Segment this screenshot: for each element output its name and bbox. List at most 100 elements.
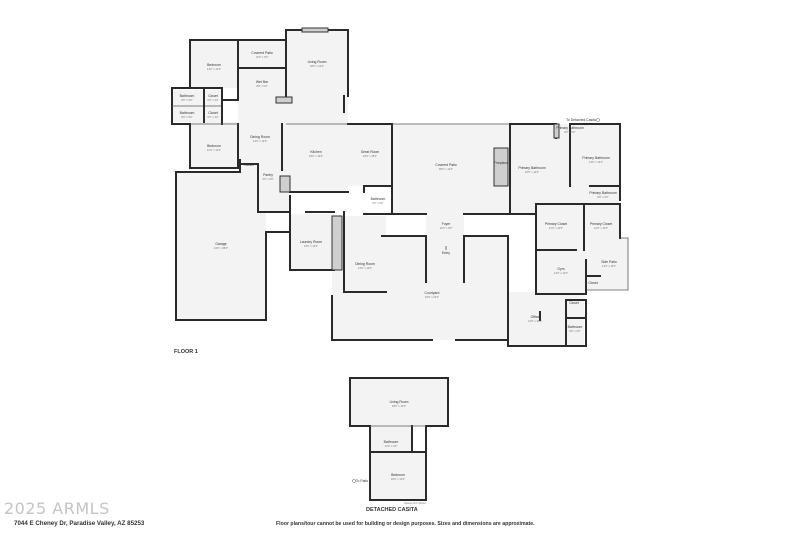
casita-label-bathroom: Bathroom xyxy=(384,440,399,444)
dims-wet-bar: 8'0" x 5'0" xyxy=(256,84,267,88)
room-courtyard xyxy=(332,236,508,340)
label-dining-room: Dining Room xyxy=(250,135,270,139)
label-wet-bar: Wet Bar xyxy=(256,80,269,84)
dims-primary-bathroom-3: 14'0" x 12'0" xyxy=(589,160,603,164)
room-side-patio xyxy=(586,238,628,290)
label-primary-closet-2: Primary Closet xyxy=(590,222,612,226)
dims-primary-bathroom-4: 8'0" x 6'0" xyxy=(597,195,608,199)
room-great-room xyxy=(348,124,392,186)
label-foyer: Foyer xyxy=(442,222,452,226)
room-covered-patio xyxy=(392,124,510,214)
room-covered-patio-north xyxy=(238,40,286,68)
label-closet-2: Closet xyxy=(208,111,218,115)
dims-bathroom-2: 8'0" x 5'0" xyxy=(181,115,192,119)
casita-bedroom xyxy=(370,452,426,500)
dims-dining-room-2: 14'0" x 12'0" xyxy=(358,266,372,270)
room-kitchen xyxy=(286,124,348,192)
disclaimer-text: Floor plans/tour cannot be used for buil… xyxy=(276,521,535,527)
dims-garage: 24'0" x 36'0" xyxy=(214,246,228,250)
dims-bedroom: 14'0" x 12'0" xyxy=(207,67,221,71)
casita-labels: Living Room 28'0" x 14'0" Bathroom 10'0"… xyxy=(352,400,427,505)
casita-dims-bathroom: 10'0" x 6'0" xyxy=(385,444,398,448)
label-kitchen: Kitchen xyxy=(310,150,321,154)
casita-label-spaces-not-shown: Spaces Not Shown xyxy=(404,501,427,505)
dims-primary-closet: 12'0" x 10'0" xyxy=(549,226,563,230)
casita-room-fills xyxy=(350,378,448,500)
dims-laundry-room: 10'0" x 12'0" xyxy=(304,244,318,248)
dims-bathroom-1: 8'0" x 5'0" xyxy=(181,98,192,102)
label-primary-bathroom-3: Primary Bathroom xyxy=(582,156,609,160)
casita-living xyxy=(350,378,448,426)
label-closet-3: Closet xyxy=(244,163,254,167)
dims-kitchen: 18'0" x 16'0" xyxy=(309,154,323,158)
label-bathroom-3: Bathroom xyxy=(371,197,386,201)
label-entry: Entry xyxy=(442,251,450,255)
label-covered-patio: Covered Patio xyxy=(251,51,273,55)
label-dining-room-2: Dining Room xyxy=(355,262,375,266)
label-bathroom-2: Bathroom xyxy=(180,111,195,115)
room-dining xyxy=(238,104,286,164)
dims-covered-patio: 14'0" x 6'0" xyxy=(256,55,269,59)
property-address: 7044 E Cheney Dr, Paradise Valley, AZ 85… xyxy=(14,520,145,527)
label-primary-bathroom-2: Primary Bathroom xyxy=(556,126,583,130)
floor-1-label: FLOOR 1 xyxy=(174,349,198,355)
room-garage xyxy=(176,172,266,320)
marker-casita-icon xyxy=(596,118,600,122)
label-bathroom-1: Bathroom xyxy=(180,94,195,98)
label-closet-4: Closet xyxy=(588,281,598,285)
label-closet-1: Closet xyxy=(208,94,218,98)
armls-watermark: 2025 ARMLS xyxy=(4,499,110,518)
label-fireplace: Fireplace xyxy=(494,161,508,165)
label-pantry: Pantry xyxy=(263,173,273,177)
casita-label-living: Living Room xyxy=(390,400,409,404)
dims-courtyard: 34'0" x 22'0" xyxy=(425,295,439,299)
dims-pantry: 6'0" x 5'0" xyxy=(262,177,273,181)
casita-label-bedroom: Bedroom xyxy=(391,473,405,477)
room-primary-bath xyxy=(510,124,570,214)
label-courtyard: Courtyard xyxy=(425,291,440,295)
floor1-walls xyxy=(171,27,629,347)
dims-living-room: 18'0" x 22'0" xyxy=(310,64,324,68)
label-bedroom-2: Bedroom xyxy=(207,144,221,148)
label-primary-bathroom-4: Primary Bathroom xyxy=(589,191,616,195)
room-living xyxy=(286,30,348,124)
casita-dims-bedroom: 18'0" x 14'0" xyxy=(391,477,405,481)
label-primary-closet: Primary Closet xyxy=(545,222,567,226)
dims-great-room: 20'0" x 18'0" xyxy=(363,154,377,158)
label-closet-5: Closet xyxy=(569,301,579,305)
dims-covered-patio-2: 38'0" x 14'0" xyxy=(439,167,453,171)
dims-foyer: 10'0" x 8'0" xyxy=(440,226,453,230)
dims-closet-2: 5'0" x 4'0" xyxy=(207,115,218,119)
floor1-room-fills xyxy=(172,30,628,346)
casita-walls xyxy=(349,377,449,501)
label-bathroom-4: Bathroom xyxy=(568,325,583,329)
casita-bathroom xyxy=(370,426,412,452)
dims-bathroom-3: 6'0" x 5'0" xyxy=(372,201,383,205)
room-bedroom-2 xyxy=(190,122,238,168)
room-laundry xyxy=(290,214,334,270)
label-living-room: Living Room xyxy=(308,60,327,64)
label-gym: Gym xyxy=(557,267,564,271)
floor1-labels: Bedroom 14'0" x 12'0" Covered Patio 14'0… xyxy=(180,51,617,333)
casita-dims-living: 28'0" x 14'0" xyxy=(392,404,406,408)
dims-primary-bathroom-2: 8'0" x 6'0" xyxy=(564,130,575,134)
label-great-room: Great Room xyxy=(361,150,380,154)
room-gym xyxy=(536,250,586,292)
label-primary-bathroom: Primary Bathroom xyxy=(518,166,545,170)
label-bedroom: Bedroom xyxy=(207,63,221,67)
label-office: Office xyxy=(531,315,540,319)
casita-label-to-patio: To Patio xyxy=(356,479,368,483)
dims-office: 14'0" x 12'0" xyxy=(528,319,542,323)
label-garage: Garage xyxy=(215,242,226,246)
marker-patio-icon xyxy=(352,479,356,483)
label-covered-patio-2: Covered Patio xyxy=(435,163,457,167)
room-foyer xyxy=(426,210,464,240)
label-to-detached-casita: To Detached Casita xyxy=(566,118,596,122)
dims-primary-closet-2: 12'0" x 10'0" xyxy=(594,226,608,230)
casita-floor-label: DETACHED CASITA xyxy=(366,507,418,513)
dims-bathroom-4: 8'0" x 6'0" xyxy=(569,329,580,333)
dims-dining-room: 14'0" x 12'0" xyxy=(253,139,267,143)
room-bedroom-west xyxy=(190,40,238,88)
label-laundry-room: Laundry Room xyxy=(300,240,322,244)
